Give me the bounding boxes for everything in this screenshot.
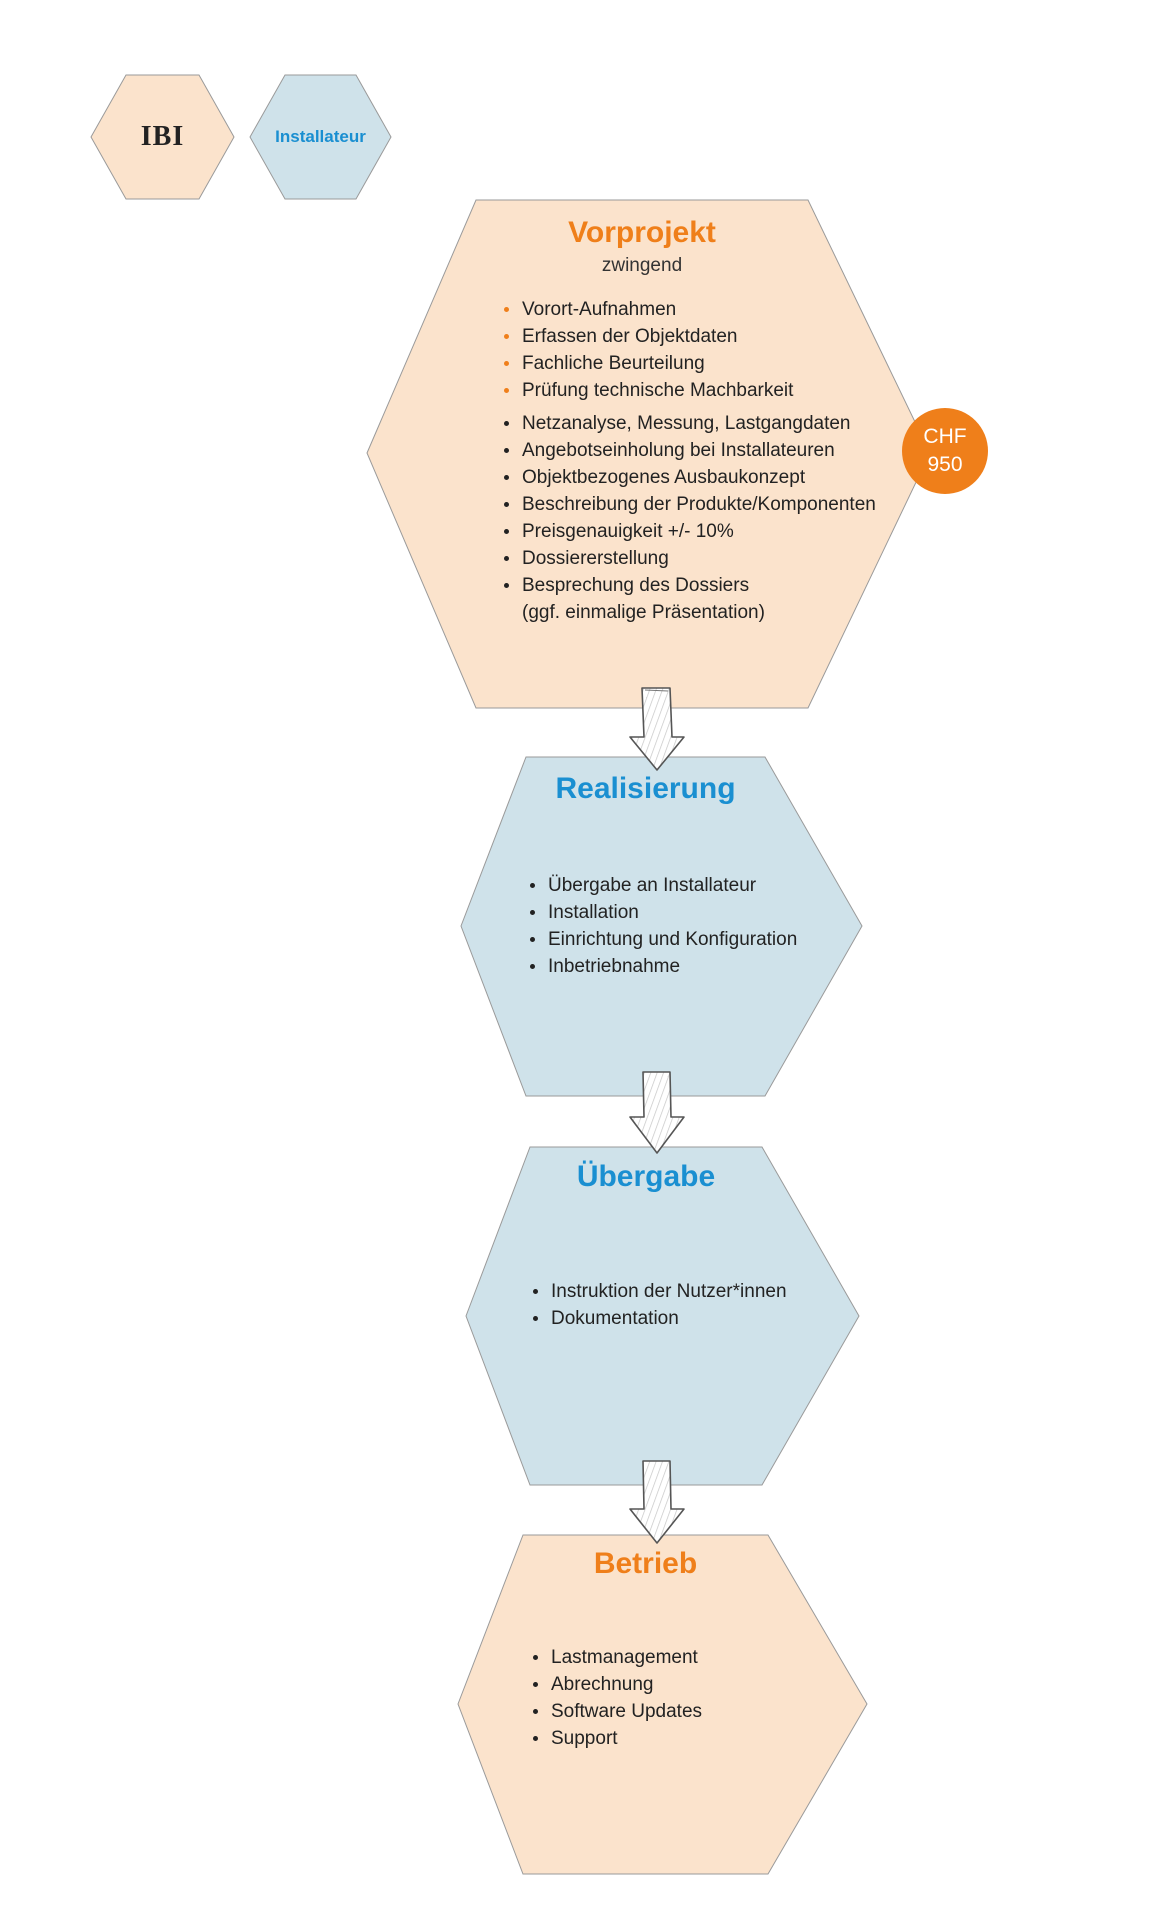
realisierung-hexagon: [460, 756, 863, 1097]
list-item: Lastmanagement: [531, 1644, 702, 1671]
arrow-realisierung-to-uebergabe: [629, 1071, 685, 1154]
uebergabe-hexagon: [465, 1146, 860, 1486]
list-item: Übergabe an Installateur: [528, 872, 797, 899]
betrieb-list: Lastmanagement Abrechnung Software Updat…: [531, 1644, 702, 1752]
ibi-logo: IBI: [126, 116, 199, 158]
list-item: Prüfung technische Machbarkeit: [502, 377, 876, 404]
price-currency: CHF: [923, 425, 967, 448]
list-item: Dokumentation: [531, 1305, 787, 1332]
legend-ibi-hexagon: [90, 74, 235, 200]
list-item: Abrechnung: [531, 1671, 702, 1698]
arrow-uebergabe-to-betrieb: [629, 1460, 685, 1544]
price-value: 950: [927, 453, 963, 476]
list-item: Support: [531, 1725, 702, 1752]
list-item: Objektbezogenes Ausbaukonzept: [502, 464, 876, 491]
list-item: Erfassen der Objektdaten: [502, 323, 876, 350]
betrieb-title: Betrieb: [593, 1547, 698, 1580]
list-item: Besprechung des Dossiers: [502, 572, 876, 599]
list-item: Software Updates: [531, 1698, 702, 1725]
arrow-vorprojekt-to-realisierung: [629, 687, 685, 771]
list-item: Vorort-Aufnahmen: [502, 296, 876, 323]
list-item: Beschreibung der Produkte/Komponenten: [502, 491, 876, 518]
realisierung-list: Übergabe an Installateur Installation Ei…: [528, 872, 797, 980]
price-badge: CHF 950: [902, 408, 988, 494]
vorprojekt-list: Vorort-Aufnahmen Erfassen der Objektdate…: [502, 296, 876, 626]
uebergabe-title: Übergabe: [576, 1160, 716, 1193]
ibi-logo-text: IBI: [140, 121, 185, 152]
list-item: Einrichtung und Konfiguration: [528, 926, 797, 953]
list-item-continuation: (ggf. einmalige Präsentation): [522, 602, 765, 623]
uebergabe-list: Instruktion der Nutzer*innen Dokumentati…: [531, 1278, 787, 1332]
list-item: Netzanalyse, Messung, Lastgangdaten: [502, 410, 876, 437]
list-item: Fachliche Beurteilung: [502, 350, 876, 377]
betrieb-hexagon: [457, 1534, 868, 1875]
list-item: Angebotseinholung bei Installateuren: [502, 437, 876, 464]
realisierung-title: Realisierung: [555, 772, 736, 805]
list-item: Dossiererstellung: [502, 545, 876, 572]
list-item: Instruktion der Nutzer*innen: [531, 1278, 787, 1305]
vorprojekt-title: Vorprojekt: [568, 216, 716, 249]
legend-installateur-hexagon: [249, 74, 392, 200]
list-item: Inbetriebnahme: [528, 953, 797, 980]
vorprojekt-subtitle: zwingend: [601, 255, 683, 276]
installateur-label-box: Installateur: [250, 120, 391, 154]
list-item: Installation: [528, 899, 797, 926]
installateur-label: Installateur: [275, 127, 366, 146]
list-item: Preisgenauigkeit +/- 10%: [502, 518, 876, 545]
